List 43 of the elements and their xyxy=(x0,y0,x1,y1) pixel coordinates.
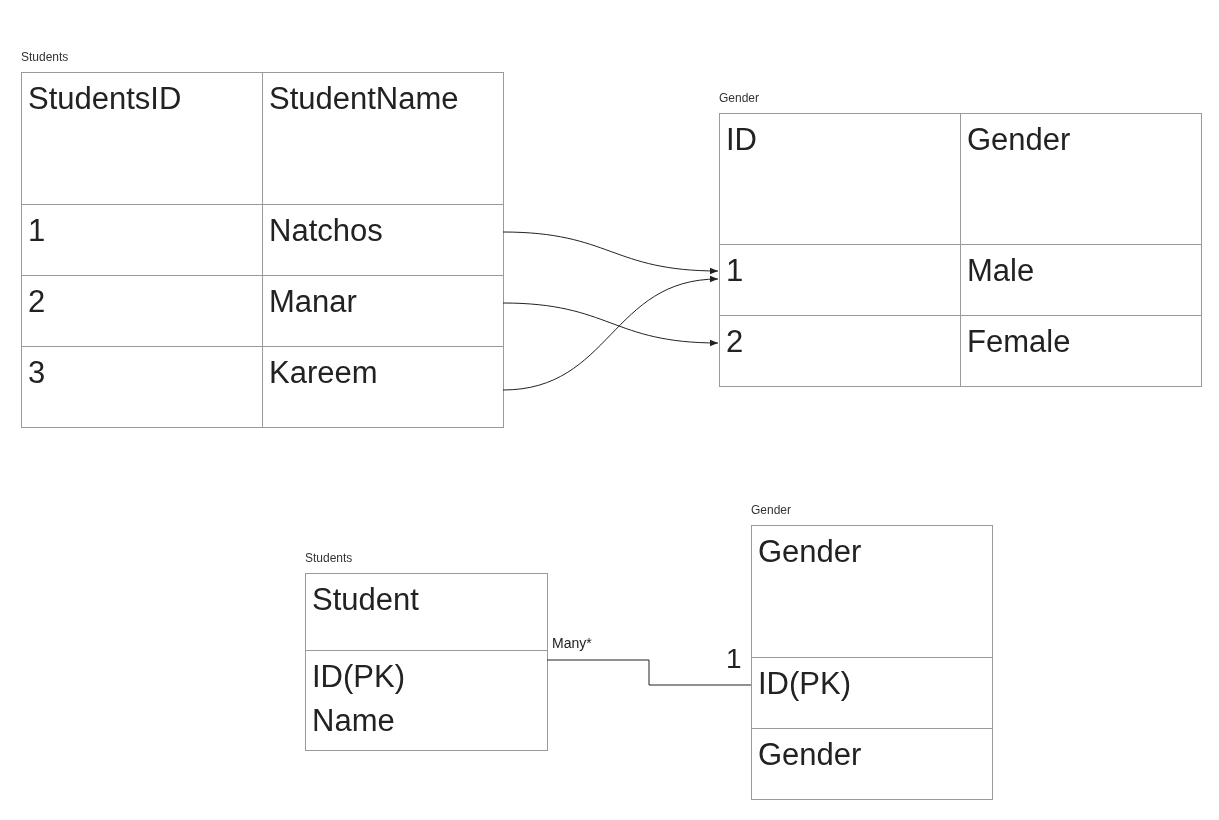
cell-text: Name xyxy=(312,702,396,740)
cell-text: Male xyxy=(967,252,1036,290)
connector xyxy=(546,659,752,686)
connector xyxy=(502,302,719,346)
cell-text: ID(PK) xyxy=(312,658,406,696)
cell-text: StudentName xyxy=(269,80,460,118)
table-cell xyxy=(262,72,504,205)
cell-text: Kareem xyxy=(269,354,379,392)
table-title: Students xyxy=(21,49,69,66)
table-cell xyxy=(262,346,504,428)
table-cell xyxy=(751,657,993,729)
cell-text: Gender xyxy=(758,736,863,774)
cell-text: 1 xyxy=(28,212,47,250)
cell-text: Gender xyxy=(967,121,1072,159)
table-title: Gender xyxy=(719,90,760,107)
cell-text: StudentsID xyxy=(28,80,183,118)
cell-text: Natchos xyxy=(269,212,384,250)
table-cell xyxy=(305,650,548,751)
table-cell xyxy=(305,573,548,651)
cell-text: Manar xyxy=(269,283,358,321)
connector xyxy=(502,276,719,391)
cell-text: Female xyxy=(967,323,1072,361)
cell-text: ID xyxy=(726,121,758,159)
cell-text: 1 xyxy=(726,252,745,290)
table-cell xyxy=(719,315,961,387)
cell-text: ID(PK) xyxy=(758,665,852,703)
table-cell xyxy=(751,525,993,658)
table-cell xyxy=(21,72,263,205)
cell-text: Gender xyxy=(758,533,863,571)
table-title: Gender xyxy=(751,502,792,519)
edge-label: Many* xyxy=(552,636,592,650)
cell-text: 2 xyxy=(28,283,47,321)
cell-text: 2 xyxy=(726,323,745,361)
multiplicity-label: 1 xyxy=(726,645,742,673)
table-cell xyxy=(751,728,993,800)
table-cell xyxy=(21,346,263,428)
cell-text: 3 xyxy=(28,354,47,392)
connector xyxy=(502,231,719,274)
table-cell xyxy=(719,113,961,245)
table-cell xyxy=(960,113,1202,245)
table-cell xyxy=(960,315,1202,387)
cell-text: Student xyxy=(312,581,420,619)
table-title: Students xyxy=(305,550,353,567)
